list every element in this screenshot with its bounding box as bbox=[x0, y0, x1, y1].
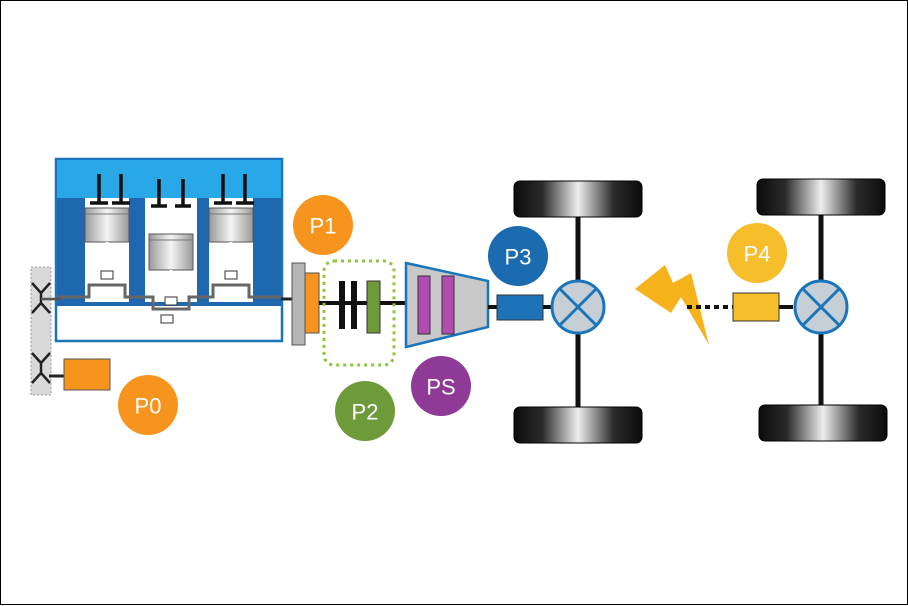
badge-p1: P1 bbox=[293, 195, 353, 255]
lightning-icon bbox=[635, 265, 709, 345]
badge-p4: P4 bbox=[727, 223, 787, 283]
piston-icon bbox=[148, 233, 194, 306]
p0-motor bbox=[63, 358, 111, 391]
differential-icon bbox=[550, 279, 606, 335]
p2-dashed-area bbox=[322, 259, 396, 367]
accessory-belt bbox=[30, 266, 52, 396]
badge-p2: P2 bbox=[335, 381, 395, 441]
badge-p0: P0 bbox=[118, 375, 178, 435]
badge-p3-label: P3 bbox=[505, 245, 532, 270]
flywheel bbox=[291, 262, 306, 346]
clutch-icon bbox=[339, 281, 357, 329]
badge-p3: P3 bbox=[488, 226, 548, 286]
piston-icon bbox=[208, 207, 254, 280]
piston-icon bbox=[84, 207, 130, 280]
wheel-icon bbox=[513, 180, 643, 218]
p3-motor bbox=[496, 294, 544, 321]
p1-motor bbox=[304, 272, 320, 334]
wheel-icon bbox=[756, 178, 886, 216]
differential-icon bbox=[793, 279, 849, 335]
gearbox-icon bbox=[404, 261, 490, 349]
wheel-icon bbox=[758, 404, 888, 442]
badge-p4-label: P4 bbox=[744, 242, 771, 267]
badge-ps-label: PS bbox=[426, 375, 455, 400]
badge-p0-label: P0 bbox=[135, 394, 162, 419]
p4-motor bbox=[732, 292, 780, 322]
wheel-icon bbox=[513, 406, 643, 444]
badge-ps: PS bbox=[411, 356, 471, 416]
badge-p2-label: P2 bbox=[352, 400, 379, 425]
engine-icon bbox=[54, 157, 284, 343]
p2-motor bbox=[366, 280, 381, 334]
badge-p1-label: P1 bbox=[310, 214, 337, 239]
